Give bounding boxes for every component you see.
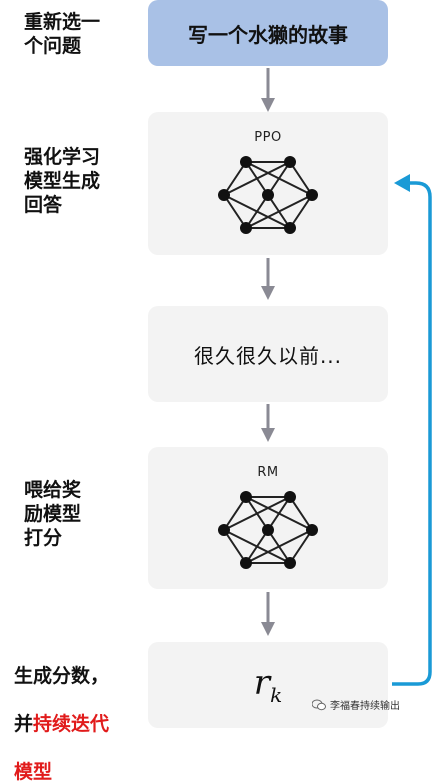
arrow-down-2 <box>261 258 275 300</box>
ppo-title: PPO <box>254 130 282 145</box>
generated-answer-text: 很久很久以前... <box>193 343 343 368</box>
label-score-line2-red: 持续迭代 <box>33 713 110 735</box>
label-feed-reward-model: 喂给奖 励模型 打分 <box>24 479 82 549</box>
ppo-model-box: PPO <box>148 112 388 255</box>
feedback-loop-arrow <box>392 174 432 686</box>
reward-score-subscript: k <box>270 683 283 707</box>
prompt-box: 写一个水獭的故事 <box>148 0 388 66</box>
arrow-down-3 <box>261 404 275 442</box>
ppo-network-icon <box>218 156 318 234</box>
wechat-icon <box>312 699 326 710</box>
rm-network-icon <box>218 491 318 569</box>
reward-score-box: rk <box>148 642 388 728</box>
label-score-line3-red: 模型 <box>14 761 53 783</box>
label-score-line2-prefix: 并 <box>14 713 34 735</box>
label-reselect-question: 重新选一 个问题 <box>24 11 101 57</box>
reward-model-box: RM <box>148 447 388 589</box>
arrow-down-1 <box>261 68 275 112</box>
prompt-text: 写一个水獭的故事 <box>188 22 348 47</box>
watermark-text: 李福春持续输出 <box>330 701 400 712</box>
rm-title: RM <box>257 465 279 480</box>
label-score-line1: 生成分数， <box>14 665 110 687</box>
arrow-down-4 <box>261 592 275 636</box>
generated-answer-box: 很久很久以前... <box>148 306 388 402</box>
watermark: 李福春持续输出 <box>312 697 400 712</box>
label-rl-generate-answer: 强化学习 模型生成 回答 <box>24 146 101 216</box>
label-score-iterate: 生成分数， 并持续迭代 模型 <box>14 640 109 784</box>
reward-score-symbol: rk <box>253 663 283 707</box>
